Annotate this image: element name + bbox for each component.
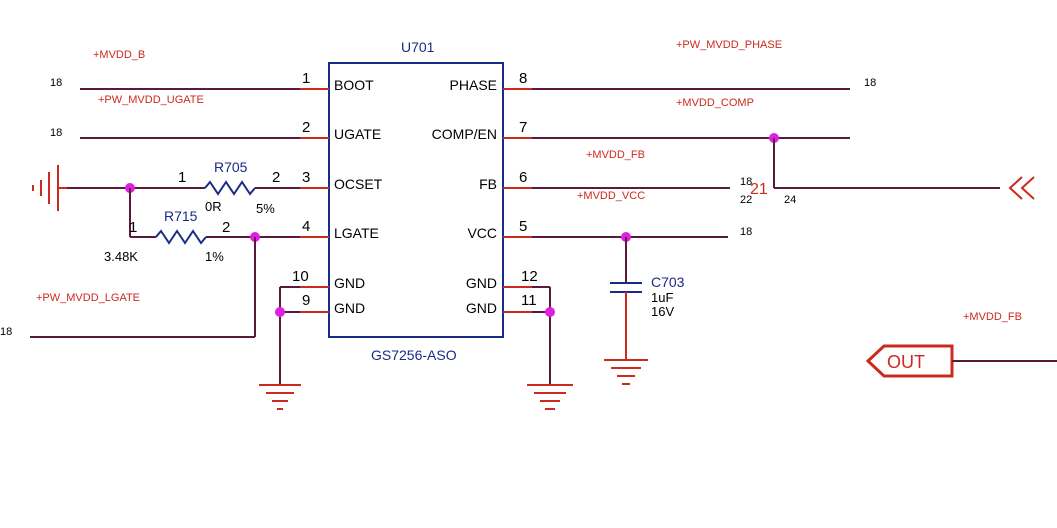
resistor-r715 [155, 229, 207, 245]
c703-ref: C703 [651, 274, 685, 290]
r705-pin2: 2 [272, 169, 280, 186]
net-label-fb-out: +MVDD_FB [963, 311, 1022, 323]
net-label-ugate: +PW_MVDD_UGATE [98, 94, 204, 106]
sheet-ref: 22 [740, 194, 752, 206]
ic-ref: U701 [401, 39, 435, 55]
pin-name: COMP/EN [432, 126, 497, 142]
r715-ref: R715 [164, 208, 198, 224]
r715-pin1: 1 [129, 219, 137, 236]
pin-name: GND [466, 300, 497, 316]
pin-name: GND [334, 275, 365, 291]
pin-name: UGATE [334, 126, 381, 142]
pin-number: 3 [302, 169, 310, 186]
net-label-mvdd-b: +MVDD_B [93, 49, 145, 61]
c703-voltage: 16V [651, 304, 674, 319]
pin-name: LGATE [334, 225, 379, 241]
pin-number: 7 [519, 119, 527, 136]
offpage-connector-icon [1008, 176, 1035, 200]
pin-number: 8 [519, 70, 527, 87]
sheet-ref: 18 [740, 226, 752, 238]
c703-value: 1uF [651, 290, 673, 305]
pin-number: 4 [302, 218, 310, 235]
net-label-fb: +MVDD_FB [586, 149, 645, 161]
pin-number: 11 [521, 292, 537, 309]
pin-number: 9 [302, 292, 310, 309]
r705-tolerance: 5% [256, 201, 275, 216]
net-label-comp: +MVDD_COMP [676, 97, 754, 109]
r715-tolerance: 1% [205, 249, 224, 264]
sheet-ref: 24 [784, 194, 796, 206]
sheet-ref: 18 [864, 77, 876, 89]
pin-name: VCC [467, 225, 497, 241]
pin-number: 5 [519, 218, 527, 235]
pin-number: 6 [519, 169, 527, 186]
r715-value: 3.48K [104, 249, 138, 264]
junction [545, 307, 555, 317]
out-port-label: OUT [887, 352, 925, 372]
pin-name: PHASE [450, 77, 497, 93]
sheet-ref-large: 21 [750, 181, 768, 198]
pin-name: BOOT [334, 77, 374, 93]
net-label-phase: +PW_MVDD_PHASE [676, 39, 782, 51]
pin-number: 1 [302, 70, 310, 87]
pin-name: OCSET [334, 176, 383, 192]
pin-name: GND [334, 300, 365, 316]
pin-number: 10 [292, 268, 309, 285]
r705-pin1: 1 [178, 169, 186, 186]
r705-value: 0R [205, 199, 222, 214]
pin-number: 12 [521, 268, 538, 285]
pin-name: GND [466, 275, 497, 291]
sheet-ref: 18 [50, 77, 62, 89]
r715-pin2: 2 [222, 219, 230, 236]
resistor-r705 [204, 180, 256, 196]
ic-body [328, 62, 504, 338]
sheet-ref: 18 [0, 326, 12, 338]
pin-name: FB [479, 176, 497, 192]
net-label-lgate: +PW_MVDD_LGATE [36, 292, 140, 304]
pin-number: 2 [302, 119, 310, 136]
sheet-ref: 18 [50, 127, 62, 139]
junction [275, 307, 285, 317]
sheet-ref: 18 [740, 176, 752, 188]
r705-ref: R705 [214, 159, 248, 175]
net-label-vcc: +MVDD_VCC [577, 190, 645, 202]
ic-part-number: GS7256-ASO [371, 347, 457, 363]
